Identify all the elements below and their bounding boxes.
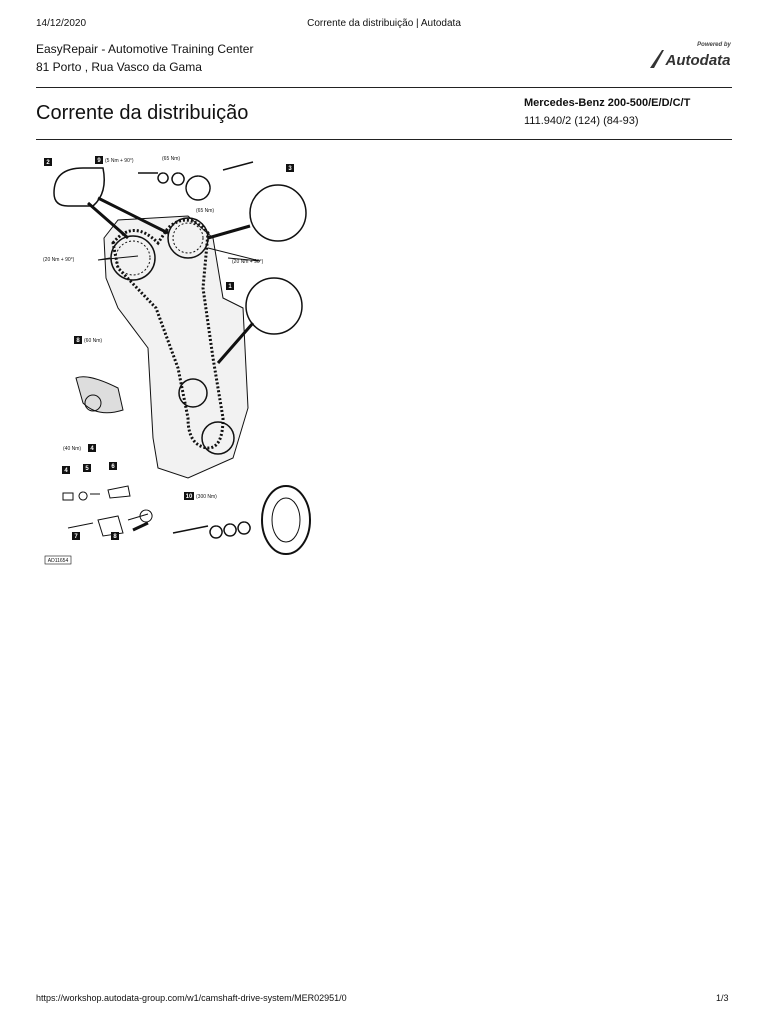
callout-box-6 <box>109 462 117 470</box>
callout-4: 4 <box>64 468 68 474</box>
callout-box-1 <box>226 282 234 290</box>
callout-box-2 <box>44 158 52 166</box>
timing-chain <box>111 218 225 450</box>
print-title: Corrente da distribuição | Autodata <box>307 18 461 29</box>
torque-leaders <box>97 247 261 262</box>
callout-10: 10 <box>186 494 193 500</box>
callout-box-8-bottom <box>111 532 119 540</box>
tensioner-parts-bottom <box>67 509 153 537</box>
chain-tensioner <box>75 376 124 414</box>
torque-label: (65 Nm) <box>196 208 214 214</box>
pulley-bore <box>271 497 301 543</box>
crankshaft-pulley-hub <box>261 485 311 555</box>
torque-label: (65 Nm) <box>162 156 180 162</box>
callout-7: 7 <box>74 534 78 540</box>
engine-code: 111.940/2 (124) (84-93) <box>524 115 639 127</box>
page-number: 1/3 <box>716 993 729 1003</box>
assembly-arrow <box>132 521 149 532</box>
callout-box-10 <box>184 492 194 500</box>
tensioner-parts-top <box>62 485 131 501</box>
logo-mark <box>650 50 664 68</box>
timing-chain-diagram: 2 9 3 1 8 4 4 5 6 7 8 10 (5 Nm + 90°) (6… <box>43 156 311 565</box>
torque-label: (300 Nm) <box>196 494 217 500</box>
callout-box-9 <box>95 156 103 164</box>
footer-url: https://workshop.autodata-group.com/w1/c… <box>36 993 347 1003</box>
torque-label: (60 Nm) <box>84 338 102 344</box>
company-name: EasyRepair - Automotive Training Center <box>36 42 254 56</box>
logo-brand: Autodata <box>665 52 731 69</box>
page-title: Corrente da distribuição <box>36 102 249 124</box>
callout-5: 5 <box>85 466 89 472</box>
detail-view-1 <box>245 277 303 335</box>
detail-view-3 <box>249 184 307 242</box>
callout-box-5 <box>83 464 91 472</box>
torque-label: (40 Nm) <box>63 446 81 452</box>
crankshaft-bolt-washers <box>172 521 251 539</box>
callout-box-3 <box>286 164 294 172</box>
callout-6: 6 <box>111 464 115 470</box>
torque-label: (20 Nm + 90°) <box>232 259 264 265</box>
print-date: 14/12/2020 <box>36 18 87 29</box>
company-address: 81 Porto , Rua Vasco da Gama <box>36 60 202 74</box>
figure-ref-box <box>44 555 72 565</box>
intermediate-sprocket <box>178 378 208 408</box>
title-divider <box>36 139 732 140</box>
engine-block-outline <box>103 215 249 479</box>
callout-4: 4 <box>90 446 94 452</box>
callout-2: 2 <box>46 160 50 166</box>
autodata-logo: Powered by Autodata <box>650 42 731 69</box>
callout-8: 8 <box>76 338 80 344</box>
callout-box-4 <box>62 466 70 474</box>
tensioner-body <box>84 394 102 412</box>
torque-label: (20 Nm + 90°) <box>43 257 75 263</box>
camshaft-sprocket-left <box>110 235 156 281</box>
logo-powered-by: Powered by <box>697 42 731 48</box>
vehicle-model: Mercedes-Benz 200-500/E/D/C/T <box>524 97 691 109</box>
header-divider <box>36 87 732 88</box>
callout-box-4-top <box>88 444 96 452</box>
sprocket-teeth <box>172 222 204 254</box>
callout-9: 9 <box>97 158 101 164</box>
crankshaft-sprocket <box>201 421 235 455</box>
detail-view-2 <box>53 167 105 207</box>
callout-box-8-top <box>74 336 82 344</box>
callout-3: 3 <box>288 166 292 172</box>
callout-box-7 <box>72 532 80 540</box>
callout-1: 1 <box>228 284 232 290</box>
figure-ref: AD11654 <box>48 558 69 564</box>
callout-8: 8 <box>113 534 117 540</box>
torque-label: (5 Nm + 90°) <box>105 158 134 164</box>
pointer-lines <box>87 196 255 364</box>
camshaft-parts <box>138 161 254 201</box>
